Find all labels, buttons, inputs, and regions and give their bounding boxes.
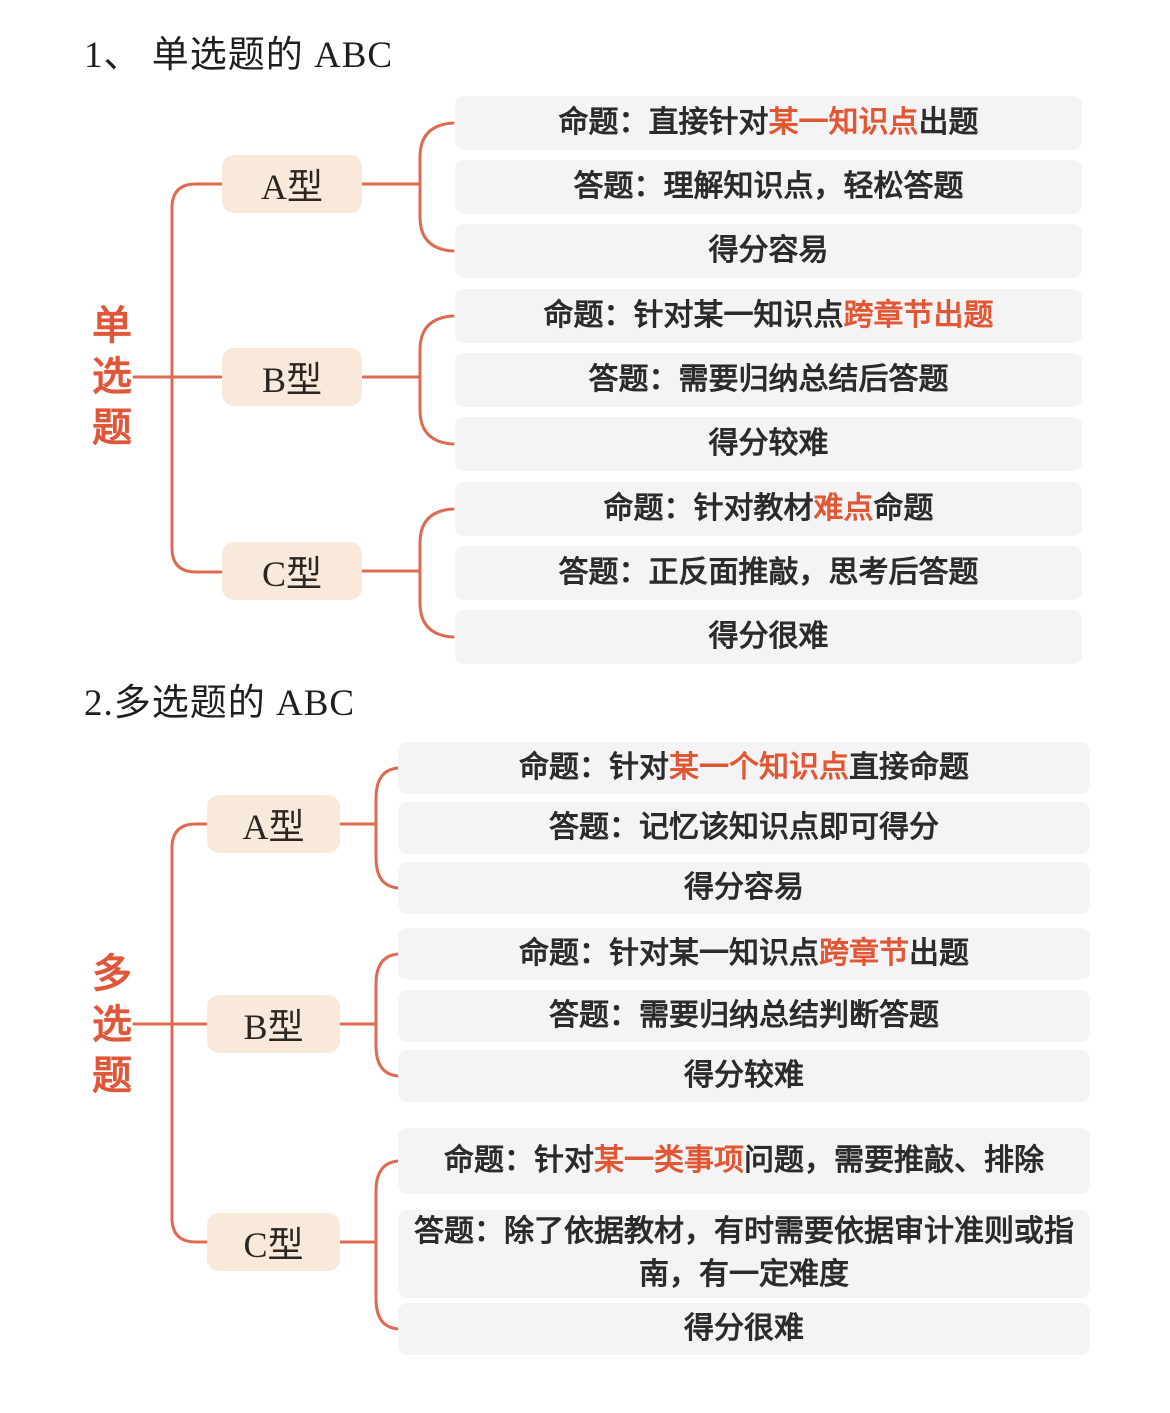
row-s2-a-proposition: 命题：针对某一个知识点直接命题 xyxy=(398,742,1090,794)
text-segment: 直接命题 xyxy=(849,750,969,784)
text-segment: 出题 xyxy=(918,105,979,139)
s2-c-bracket xyxy=(374,1159,400,1331)
row-s1-c-scoring: 得分很难 xyxy=(455,610,1082,664)
row-s2-c-scoring: 得分很难 xyxy=(398,1303,1090,1355)
row-s2-a-answering: 答题：记忆该知识点即可得分 xyxy=(398,802,1090,854)
row-s1-c-answering: 答题：正反面推敲，思考后答题 xyxy=(455,546,1082,600)
text-segment: 得分容易 xyxy=(684,870,804,904)
highlight-segment: 某一个知识点 xyxy=(669,750,849,784)
text-segment: 答题：记忆该知识点即可得分 xyxy=(549,810,939,844)
text-segment: 命题：直接针对 xyxy=(558,105,769,139)
row-s1-b-answering: 答题：需要归纳总结后答题 xyxy=(455,353,1082,407)
highlight-segment: 跨章节 xyxy=(819,936,909,970)
row-s1-c-proposition: 命题：针对教材难点命题 xyxy=(455,482,1082,536)
row-s2-b-scoring: 得分较难 xyxy=(398,1050,1090,1102)
section2-title: 2.多选题的 ABC xyxy=(84,683,356,724)
section1-title: 1、 单选题的 ABC xyxy=(84,35,394,76)
s1-b-bracket xyxy=(418,314,455,446)
text-segment: 答题：正反面推敲，思考后答题 xyxy=(558,555,979,589)
section1-root-node: 单选题 xyxy=(92,303,132,450)
text-segment: 答题：除了依据教材，有时需要依据审计准则或指南，有一定难度 xyxy=(414,1215,1074,1291)
s2-trunk-line xyxy=(170,822,209,1244)
highlight-segment: 跨章节出题 xyxy=(843,298,994,332)
text-segment: 命题：针对某一知识点 xyxy=(543,298,844,332)
text-segment: 答题：理解知识点，轻松答题 xyxy=(573,169,964,203)
row-s2-b-answering: 答题：需要归纳总结判断答题 xyxy=(398,990,1090,1042)
row-s2-a-scoring: 得分容易 xyxy=(398,862,1090,914)
text-segment: 命题：针对 xyxy=(444,1143,594,1177)
text-segment: 命题：针对某一知识点 xyxy=(519,936,819,970)
row-s1-a-answering: 答题：理解知识点，轻松答题 xyxy=(455,160,1082,214)
text-segment: 得分较难 xyxy=(708,426,829,460)
s2-b-bracket xyxy=(374,952,400,1078)
text-segment: 得分较难 xyxy=(684,1058,804,1092)
text-segment: 命题 xyxy=(873,491,934,525)
row-s1-a-scoring: 得分容易 xyxy=(455,224,1082,278)
text-segment: 答题：需要归纳总结后答题 xyxy=(588,362,949,396)
section1-type-c-node: C型 xyxy=(222,542,362,600)
section1-type-b-node: B型 xyxy=(222,348,362,406)
s2-a-bracket xyxy=(374,766,400,890)
text-segment: 答题：需要归纳总结判断答题 xyxy=(549,998,939,1032)
section1-type-a-node: A型 xyxy=(222,155,362,213)
section2-type-a-node: A型 xyxy=(207,795,340,853)
row-s1-b-proposition: 命题：针对某一知识点跨章节出题 xyxy=(455,289,1082,343)
text-segment: 出题 xyxy=(909,936,969,970)
text-segment: 命题：针对 xyxy=(519,750,669,784)
highlight-segment: 某一知识点 xyxy=(768,105,919,139)
s1-c-bracket xyxy=(418,507,455,639)
text-segment: 得分很难 xyxy=(708,619,829,653)
highlight-segment: 难点 xyxy=(813,491,874,525)
s1-trunk-line xyxy=(170,182,224,574)
highlight-segment: 某一类事项 xyxy=(594,1143,744,1177)
s1-a-bracket xyxy=(418,121,455,253)
row-s2-c-proposition: 命题：针对某一类事项问题，需要推敲、排除 xyxy=(398,1128,1090,1194)
section2-type-c-node: C型 xyxy=(207,1213,340,1271)
text-segment: 问题，需要推敲、排除 xyxy=(744,1143,1044,1177)
row-s2-c-answering: 答题：除了依据教材，有时需要依据审计准则或指南，有一定难度 xyxy=(398,1210,1090,1298)
row-s1-a-proposition: 命题：直接针对某一知识点出题 xyxy=(455,96,1082,150)
row-s2-b-proposition: 命题：针对某一知识点跨章节出题 xyxy=(398,928,1090,980)
row-s1-b-scoring: 得分较难 xyxy=(455,417,1082,471)
text-segment: 命题：针对教材 xyxy=(603,491,814,525)
text-segment: 得分容易 xyxy=(708,233,829,267)
text-segment: 得分很难 xyxy=(684,1311,804,1345)
section2-root-node: 多选题 xyxy=(92,951,132,1098)
section2-type-b-node: B型 xyxy=(207,995,340,1053)
